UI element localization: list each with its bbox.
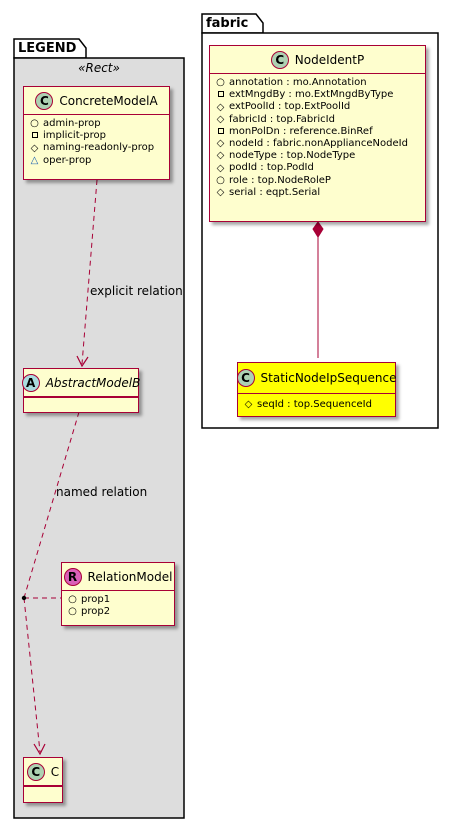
prop-text: role : top.NodeRoleP <box>229 174 331 186</box>
prop-text: prop1 <box>81 594 111 605</box>
protected-visibility-icon: ◇ <box>216 162 225 174</box>
concrete-model-props: ○ admin-prop implicit-prop ◇ naming-readon… <box>24 115 169 170</box>
private-visibility-icon <box>29 131 40 141</box>
fabric-package-name: fabric <box>206 16 249 31</box>
static-node-ip-sequence-name: StaticNodeIpSequence <box>260 371 397 385</box>
class-c-badge-icon: C <box>270 50 289 69</box>
package-visibility-icon: △ <box>30 154 39 166</box>
prop-text: nodeType : top.NodeType <box>229 150 356 162</box>
prop-row: monPolDn : reference.BinRef <box>215 126 425 138</box>
prop-row: ○ role : top.NodeRoleP <box>215 175 425 187</box>
concrete-model-class[interactable]: C ConcreteModelA ○ admin-prop implicit-pr… <box>23 86 170 180</box>
static-node-ip-sequence-class[interactable]: C StaticNodeIpSequence ◇ seqId : top.Sequ… <box>236 362 397 417</box>
relation-model-class[interactable]: R RelationModel ○ prop1 ○ prop2 <box>61 562 175 626</box>
relation-junction-dot <box>21 595 27 601</box>
prop-row: ◇ nodeId : fabric.nonApplianceNodeId <box>215 138 425 150</box>
class-c-badge-icon: C <box>35 91 54 110</box>
composition-diamond <box>312 221 324 238</box>
prop-row: implicit-prop <box>29 130 169 142</box>
legend-package-frame <box>13 57 185 819</box>
prop-row: ◇ nodeType : top.NodeType <box>215 150 425 162</box>
protected-visibility-icon: ◇ <box>216 101 225 113</box>
private-visibility-icon <box>215 90 226 100</box>
c-class-separator <box>24 786 62 794</box>
public-visibility-icon: ○ <box>216 174 225 186</box>
prop-row: △ oper-prop <box>29 155 169 167</box>
class-c-badge-icon: C <box>236 369 255 387</box>
prop-text: admin-prop <box>43 118 101 129</box>
named-relation-line-lower <box>23 597 41 753</box>
concrete-model-header: C ConcreteModelA <box>24 87 169 115</box>
prop-text: nodeId : fabric.nonApplianceNodeId <box>229 138 408 150</box>
protected-visibility-icon: ◇ <box>30 142 39 154</box>
protected-visibility-icon: ◇ <box>216 113 225 125</box>
prop-row: ◇ seqId : top.SequenceId <box>243 399 395 411</box>
abstract-model-class[interactable]: A AbstractModelB <box>21 368 141 413</box>
prop-text: annotation : mo.Annotation <box>229 77 367 88</box>
class-c-badge-icon: C <box>26 762 45 781</box>
prop-row: ○ admin-prop <box>29 118 169 130</box>
prop-text: implicit-prop <box>43 130 106 142</box>
public-visibility-icon: ○ <box>68 594 77 606</box>
public-visibility-icon: ○ <box>216 77 225 89</box>
legend-package-name: LEGEND <box>18 41 77 56</box>
relation-model-name: RelationModel <box>87 569 173 584</box>
protected-visibility-icon: ◇ <box>216 186 225 198</box>
concrete-model-name: ConcreteModelA <box>59 93 158 108</box>
node-ident-class[interactable]: C NodeIdentP ○ annotation : mo.Annotation… <box>209 45 426 222</box>
prop-text: serial : eqpt.Serial <box>229 186 321 198</box>
c-class[interactable]: C C <box>23 757 63 803</box>
explicit-relation-arrowhead <box>76 355 89 368</box>
abstract-model-header: A AbstractModelB <box>21 369 141 397</box>
relation-r-badge-icon: R <box>63 567 82 586</box>
named-relation-label: named relation <box>56 485 148 499</box>
static-node-ip-sequence-props: ◇ seqId : top.SequenceId <box>238 394 395 414</box>
static-node-ip-sequence-header: C StaticNodeIpSequence <box>236 363 397 394</box>
protected-visibility-icon: ◇ <box>244 399 253 411</box>
prop-text: prop2 <box>81 606 111 618</box>
legend-stereotype: «Rect» <box>78 61 120 75</box>
prop-text: podId : top.PodId <box>229 162 314 174</box>
protected-visibility-icon: ◇ <box>216 138 225 150</box>
prop-text: naming-readonly-prop <box>43 142 155 154</box>
abstract-model-name: AbstractModelB <box>45 375 141 390</box>
explicit-relation-label: explicit relation <box>90 284 183 298</box>
c-class-header: C C <box>24 758 62 786</box>
public-visibility-icon: ○ <box>30 118 39 130</box>
prop-text: extPoolId : top.ExtPoolId <box>229 101 351 113</box>
node-ident-name: NodeIdentP <box>294 52 365 67</box>
fabric-package-tab <box>201 13 264 34</box>
private-visibility-icon <box>215 127 226 137</box>
prop-row: ◇ podId : top.PodId <box>215 162 425 174</box>
abstract-model-separator <box>24 397 138 405</box>
prop-text: fabricId : top.FabricId <box>229 113 335 125</box>
protected-visibility-icon: ◇ <box>216 150 225 162</box>
legend-package-tab <box>13 38 87 59</box>
prop-text: oper-prop <box>43 154 92 166</box>
explicit-relation-line <box>81 179 98 365</box>
prop-row: ○ prop2 <box>67 606 174 618</box>
named-relation-arrowhead <box>33 743 46 756</box>
relation-model-props: ○ prop1 ○ prop2 <box>62 591 174 621</box>
prop-row: ◇ naming-readonly-prop <box>29 142 169 154</box>
node-ident-header: C NodeIdentP <box>210 46 425 74</box>
prop-text: monPolDn : reference.BinRef <box>229 125 373 137</box>
prop-row: ○ prop1 <box>67 594 174 606</box>
node-ident-props: ○ annotation : mo.Annotation extMngdBy : … <box>210 74 425 202</box>
c-class-name: C <box>50 764 60 779</box>
public-visibility-icon: ○ <box>68 606 77 618</box>
prop-row: extMngdBy : mo.ExtMngdByType <box>215 89 425 101</box>
prop-row: ◇ fabricId : top.FabricId <box>215 114 425 126</box>
relation-model-header: R RelationModel <box>62 563 174 591</box>
prop-text: extMngdBy : mo.ExtMngdByType <box>229 89 394 101</box>
abstract-a-badge-icon: A <box>21 373 40 392</box>
prop-row: ◇ serial : eqpt.Serial <box>215 187 425 199</box>
prop-text: seqId : top.SequenceId <box>257 399 372 410</box>
prop-row: ○ annotation : mo.Annotation <box>215 77 425 89</box>
prop-row: ◇ extPoolId : top.ExtPoolId <box>215 101 425 113</box>
